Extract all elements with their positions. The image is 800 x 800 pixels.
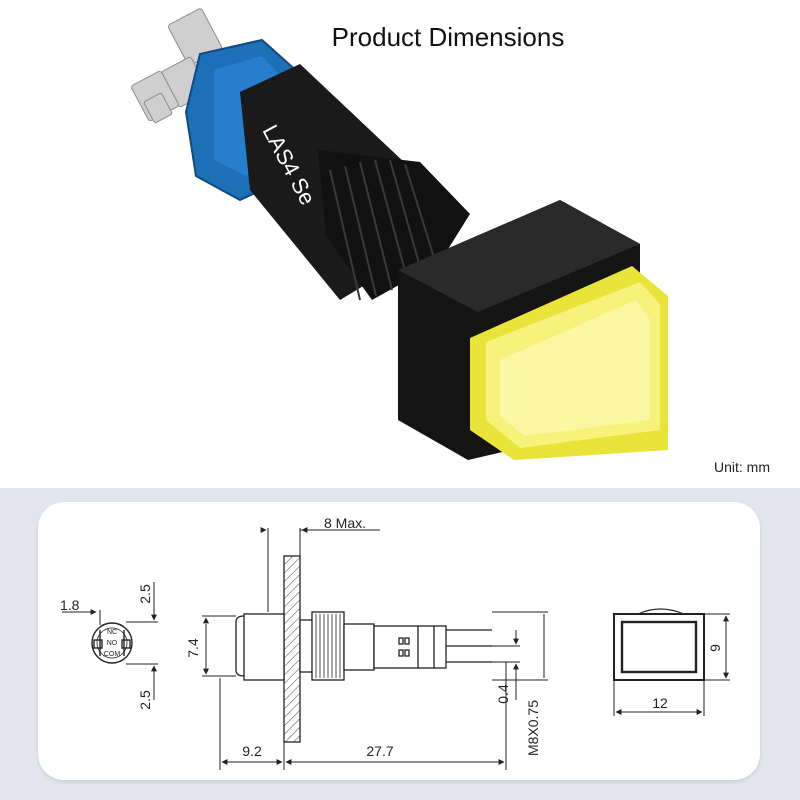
terminal-view — [91, 622, 133, 664]
dim-terminal-gap: 0.4 — [495, 684, 511, 704]
yellow-lens — [470, 266, 668, 460]
front-view — [613, 608, 705, 681]
dim-cap-length: 9.2 — [242, 743, 262, 759]
product-photo: LAS4 Se — [131, 8, 668, 460]
dim-cap-height: 7.4 — [185, 638, 201, 658]
dim-front-height: 9 — [707, 644, 723, 652]
terminal-pins — [131, 8, 223, 124]
dim-terminal-offset-bottom: 2.5 — [137, 690, 153, 710]
terminal-com-label: COM — [104, 651, 121, 658]
dim-front-width: 12 — [652, 695, 668, 711]
terminal-nc-label: NC — [107, 629, 117, 636]
dim-terminal-spacing: 1.8 — [60, 597, 80, 613]
dim-terminal-offset-top: 2.5 — [137, 584, 153, 604]
side-view — [235, 555, 492, 743]
terminal-no-label: NO — [107, 640, 118, 647]
page-title: Product Dimensions — [331, 22, 565, 52]
dim-body-length: 27.7 — [366, 743, 393, 759]
unit-label: Unit: mm — [714, 459, 770, 475]
dim-thread: M8X0.75 — [525, 700, 541, 756]
dim-panel-thickness: 8 Max. — [324, 515, 366, 531]
